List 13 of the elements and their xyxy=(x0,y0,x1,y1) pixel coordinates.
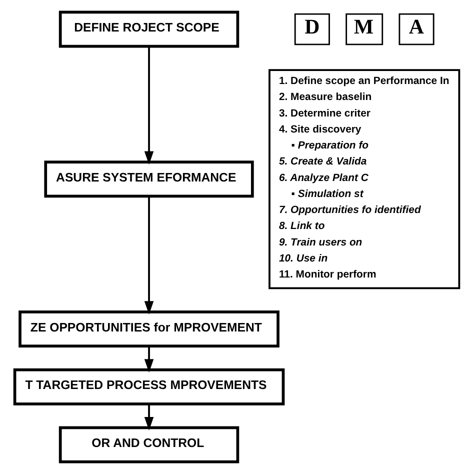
arrow xyxy=(144,196,154,314)
node-box: DEFINE ROJECT SCOPE xyxy=(58,10,240,48)
node-box: M xyxy=(346,13,384,46)
node-box: 1. Define scope an Performance In 2. Measure baselin 3. Determine criter 4. Site discovery ▪ Preparation fo 5. Create & Valida 6. Analyze Plant C ▪ Simulation st 7. Opportunities fo identified 8. Link to 9. Train users on 10. Use in 11. Monitor perform xyxy=(268,69,460,290)
node-box: ZE OPPORTUNITIES for MPROVEMENT xyxy=(18,310,280,348)
node-box: D xyxy=(294,13,330,46)
node-box: T TARGETED PROCESS MPROVEMENTS xyxy=(13,368,285,406)
node-box: OR AND CONTROL xyxy=(58,426,240,464)
node-box: ASURE SYSTEM EFORMANCE xyxy=(44,160,254,198)
arrow xyxy=(144,346,154,372)
node-box: A xyxy=(398,13,434,46)
arrow xyxy=(144,404,154,430)
arrow xyxy=(144,46,154,165)
